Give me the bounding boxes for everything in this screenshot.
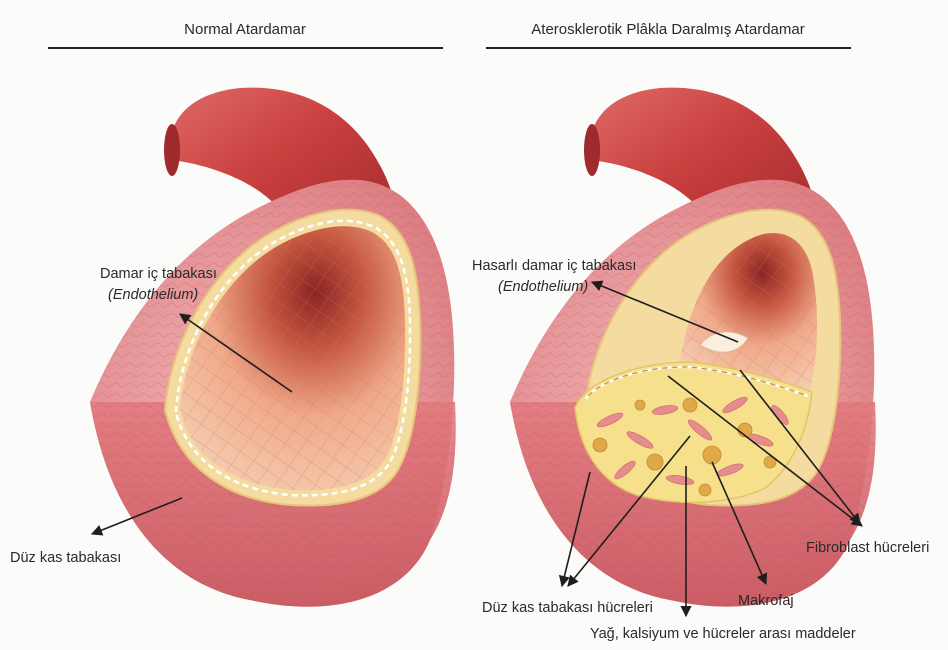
artery-tube-end <box>584 124 600 176</box>
normal-artery-panel: Normal Atardamar Damar iç tabakası (Endo… <box>10 21 456 607</box>
macrophage <box>703 446 721 464</box>
normal-artery-title: Normal Atardamar <box>184 21 306 38</box>
damaged-endothelium-sub-label: (Endothelium) <box>498 279 588 295</box>
artery-tube-end <box>164 124 180 176</box>
macrophage <box>647 454 663 470</box>
macrophage <box>593 438 607 452</box>
macrophage-label: Makrofaj <box>738 593 794 609</box>
fibroblast-label: Fibroblast hücreleri <box>806 540 929 556</box>
macrophage <box>635 400 645 410</box>
smooth-muscle-label: Düz kas tabakası <box>10 550 121 566</box>
atherosclerotic-artery-title: Aterosklerotik Plâkla Daralmış Atardamar <box>531 21 804 38</box>
fat-calcium-label: Yağ, kalsiyum ve hücreler arası maddeler <box>590 626 856 642</box>
macrophage <box>683 398 697 412</box>
endothelium-sub-label: (Endothelium) <box>108 287 198 303</box>
endothelium-label: Damar iç tabakası <box>100 266 217 282</box>
atherosclerotic-artery-panel: Aterosklerotik Plâkla Daralmış Atardamar <box>472 21 929 642</box>
macrophage <box>699 484 711 496</box>
smooth-muscle-cells-label: Düz kas tabakası hücreleri <box>482 600 653 616</box>
damaged-endothelium-label: Hasarlı damar iç tabakası <box>472 258 636 274</box>
